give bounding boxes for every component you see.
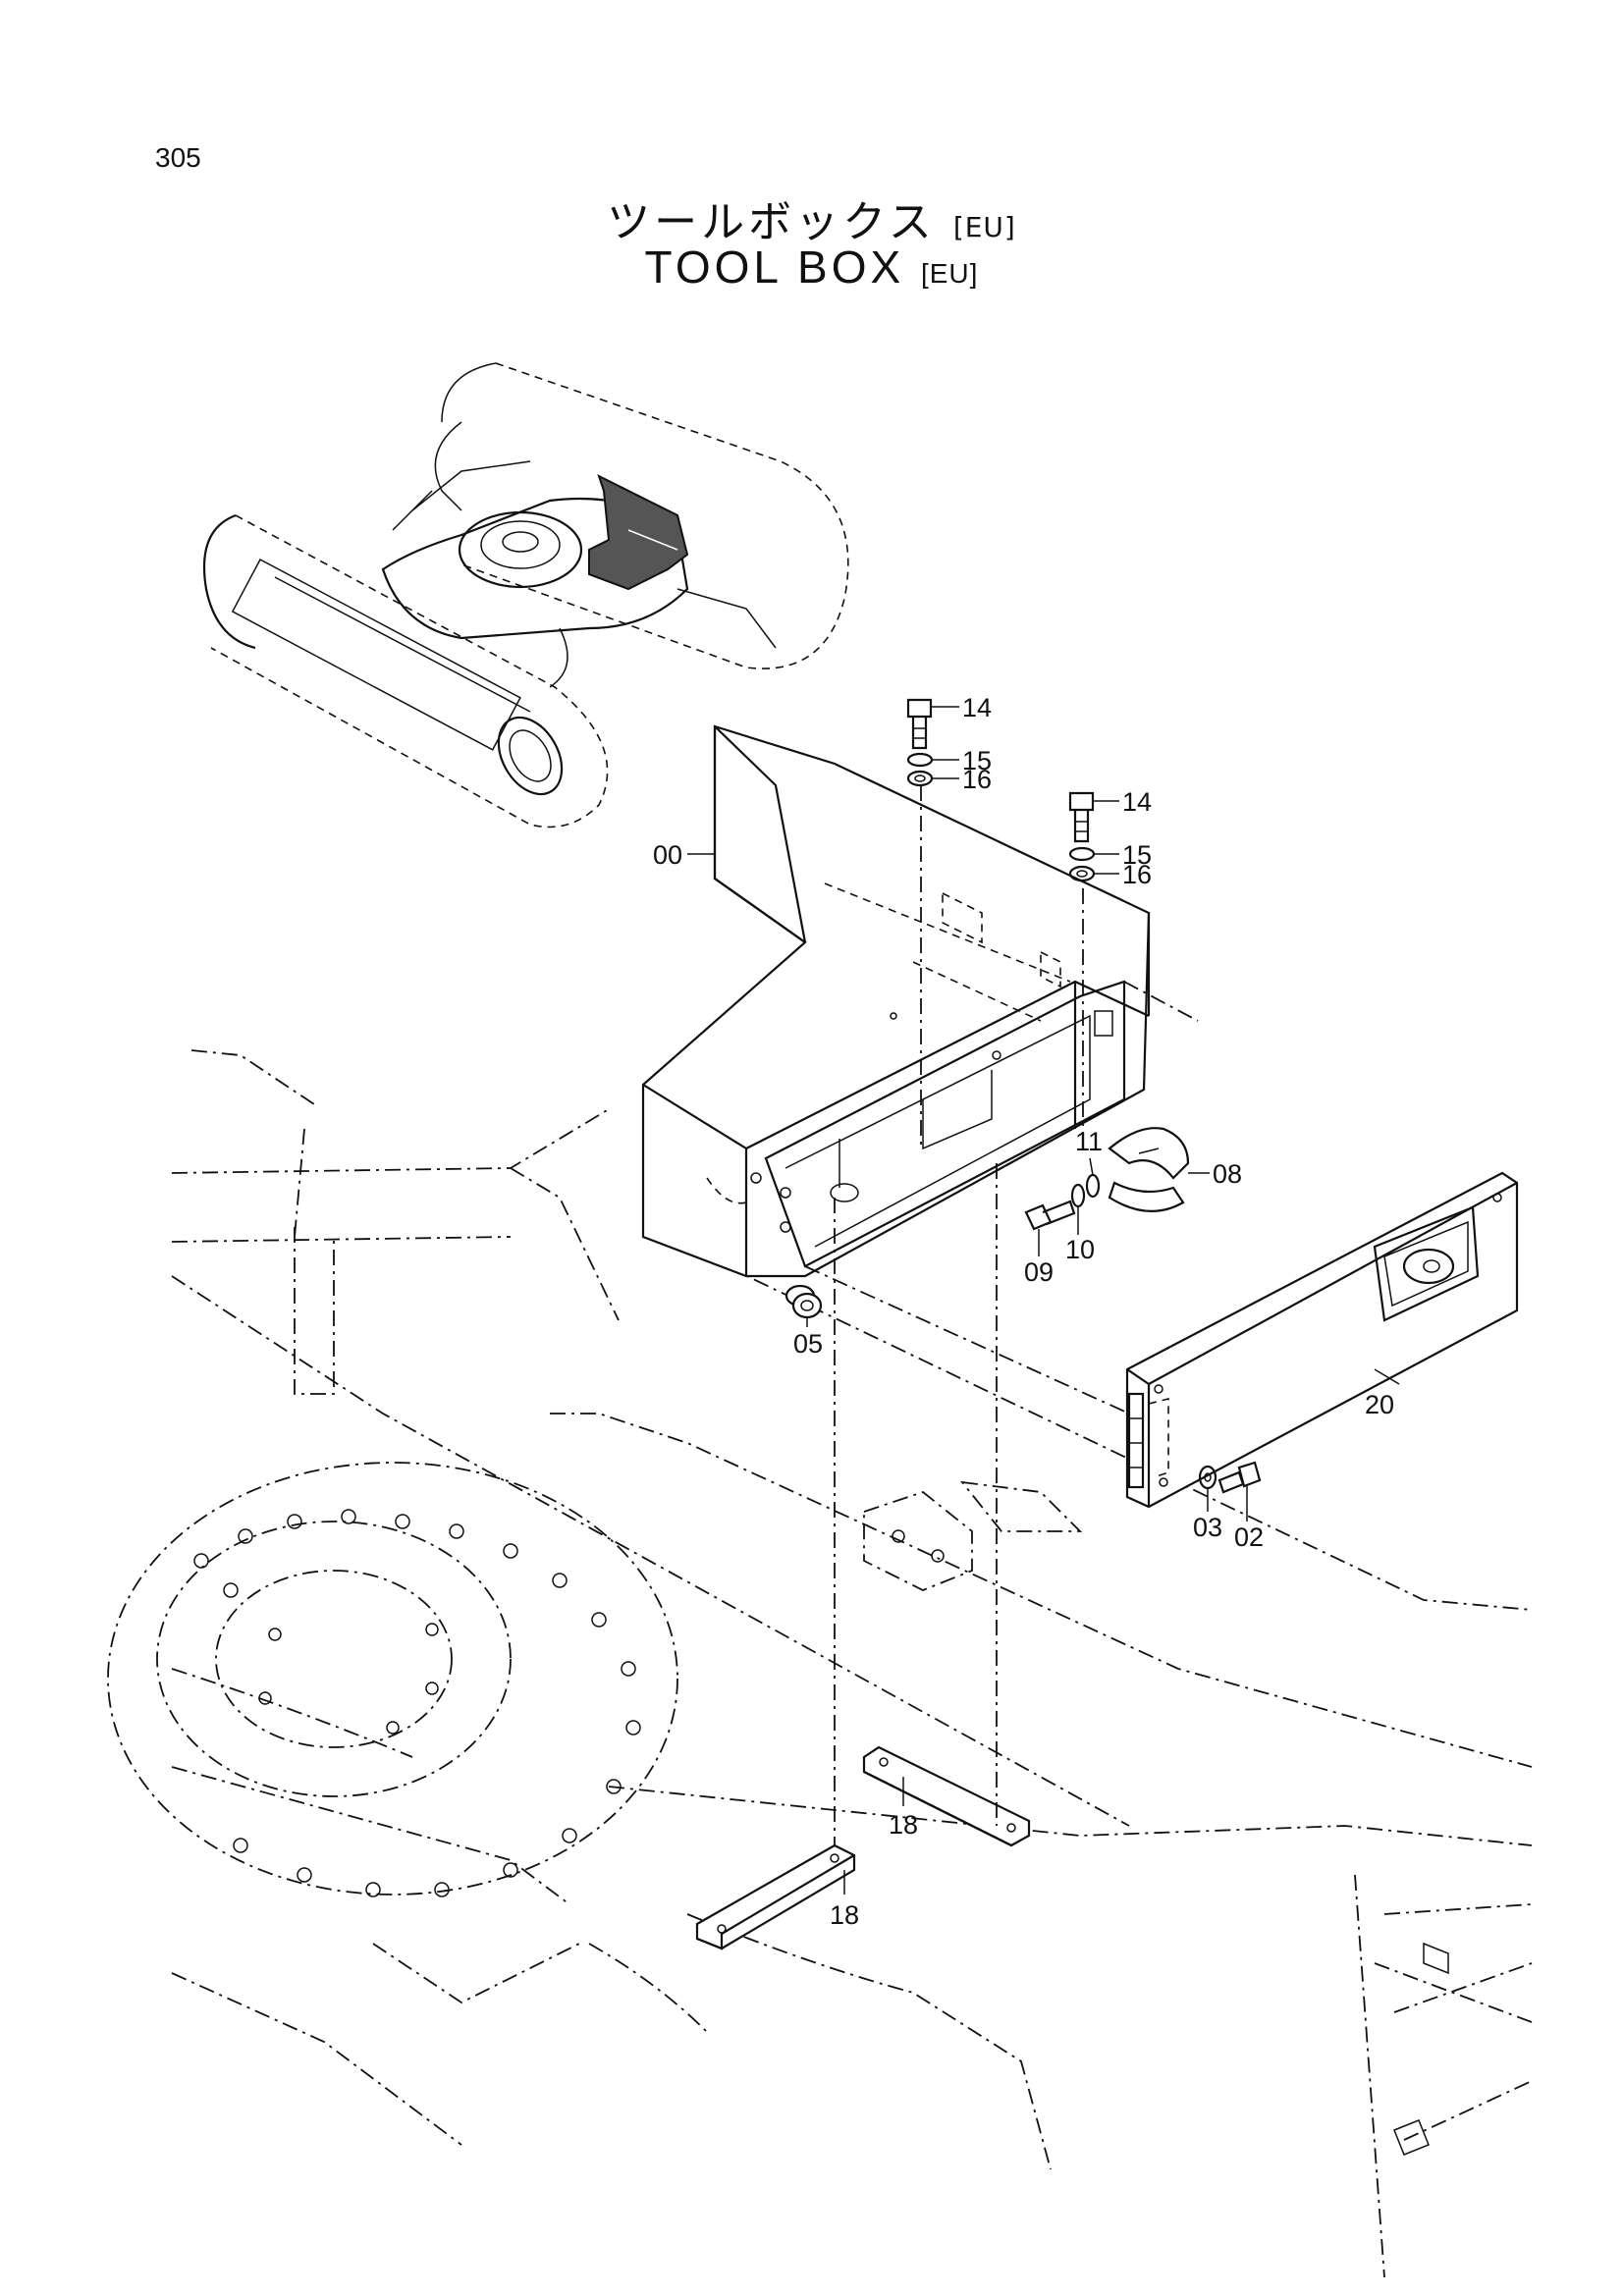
callout-15b: 15 bbox=[1122, 840, 1152, 870]
callout-09: 09 bbox=[1024, 1257, 1054, 1287]
bolt-02 bbox=[1217, 1461, 1262, 1494]
spring-washer-10 bbox=[1070, 1183, 1086, 1208]
support-plates bbox=[695, 1745, 1031, 1950]
bolt-14a bbox=[906, 698, 933, 750]
callout-labels: 14 15 16 14 15 16 00 11 08 10 09 05 20 0… bbox=[653, 693, 1394, 1930]
title-en-text: TOOL BOX bbox=[644, 241, 905, 293]
callout-08: 08 bbox=[1213, 1159, 1242, 1189]
callout-14b: 14 bbox=[1122, 787, 1152, 817]
upper-frame bbox=[107, 1049, 1533, 2278]
tool-box-door bbox=[1125, 1171, 1519, 1509]
callout-20: 20 bbox=[1365, 1390, 1394, 1419]
callout-02: 02 bbox=[1234, 1522, 1264, 1552]
callout-05: 05 bbox=[793, 1329, 823, 1359]
slewing-ring bbox=[107, 1462, 678, 1897]
callout-16b: 16 bbox=[1122, 860, 1152, 889]
callout-00: 00 bbox=[653, 840, 682, 870]
callout-18b: 18 bbox=[830, 1900, 859, 1930]
title-japanese: ツールボックス [EU] bbox=[0, 187, 1623, 249]
bolt-14b bbox=[1068, 791, 1095, 843]
spring-washer-15a bbox=[906, 752, 934, 768]
washer-16b bbox=[1068, 865, 1096, 882]
callout-03: 03 bbox=[1193, 1513, 1222, 1542]
tool-box-body bbox=[641, 724, 1151, 1278]
callout-10: 10 bbox=[1065, 1235, 1095, 1264]
washer-16a bbox=[906, 770, 934, 787]
bolt-09 bbox=[1024, 1200, 1076, 1231]
page-number: 305 bbox=[155, 142, 201, 173]
undercarriage-inset bbox=[202, 362, 849, 828]
region-tag-jp: [EU] bbox=[952, 211, 1016, 243]
leader-lines bbox=[687, 706, 1400, 1895]
title-jp-text: ツールボックス bbox=[607, 197, 936, 247]
region-tag-en: [EU] bbox=[920, 258, 979, 289]
callout-16a: 16 bbox=[962, 765, 992, 794]
washer-11 bbox=[1085, 1173, 1101, 1199]
fasteners bbox=[784, 698, 1262, 1494]
callout-11: 11 bbox=[1075, 1127, 1103, 1156]
alignment-lines bbox=[804, 785, 1199, 1845]
clamp-08 bbox=[1108, 1127, 1190, 1212]
spring-washer-15b bbox=[1068, 846, 1096, 862]
knob-05 bbox=[784, 1284, 823, 1319]
callout-15a: 15 bbox=[962, 746, 992, 775]
title-english: TOOL BOX [EU] bbox=[0, 240, 1623, 294]
callout-14a: 14 bbox=[962, 693, 992, 722]
callout-18a: 18 bbox=[889, 1810, 918, 1840]
